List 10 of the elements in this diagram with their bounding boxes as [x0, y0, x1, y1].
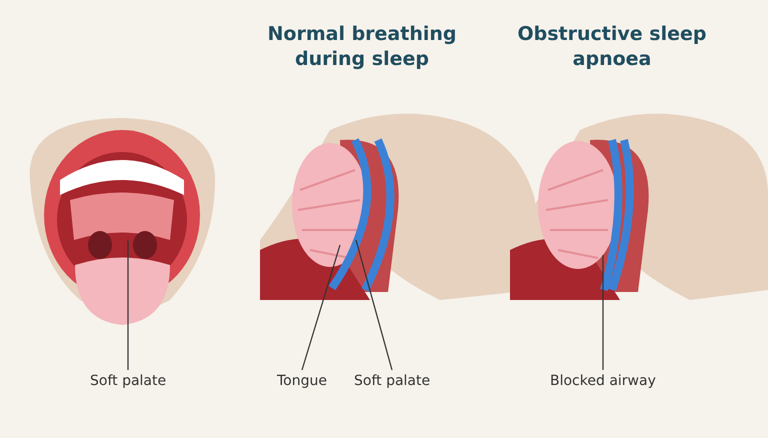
part-label: Soft palate [354, 372, 430, 390]
leader-line [602, 255, 604, 370]
part-label: Tongue [277, 372, 327, 390]
part-label: Blocked airway [550, 372, 656, 390]
leader-line [127, 240, 129, 370]
leader-line [301, 244, 341, 370]
leader-line [355, 240, 393, 370]
panel-heading: Normal breathing during sleep [266, 22, 458, 72]
part-label: Soft palate [90, 372, 166, 390]
panel-heading: Obstructive sleep apnoea [516, 22, 708, 72]
